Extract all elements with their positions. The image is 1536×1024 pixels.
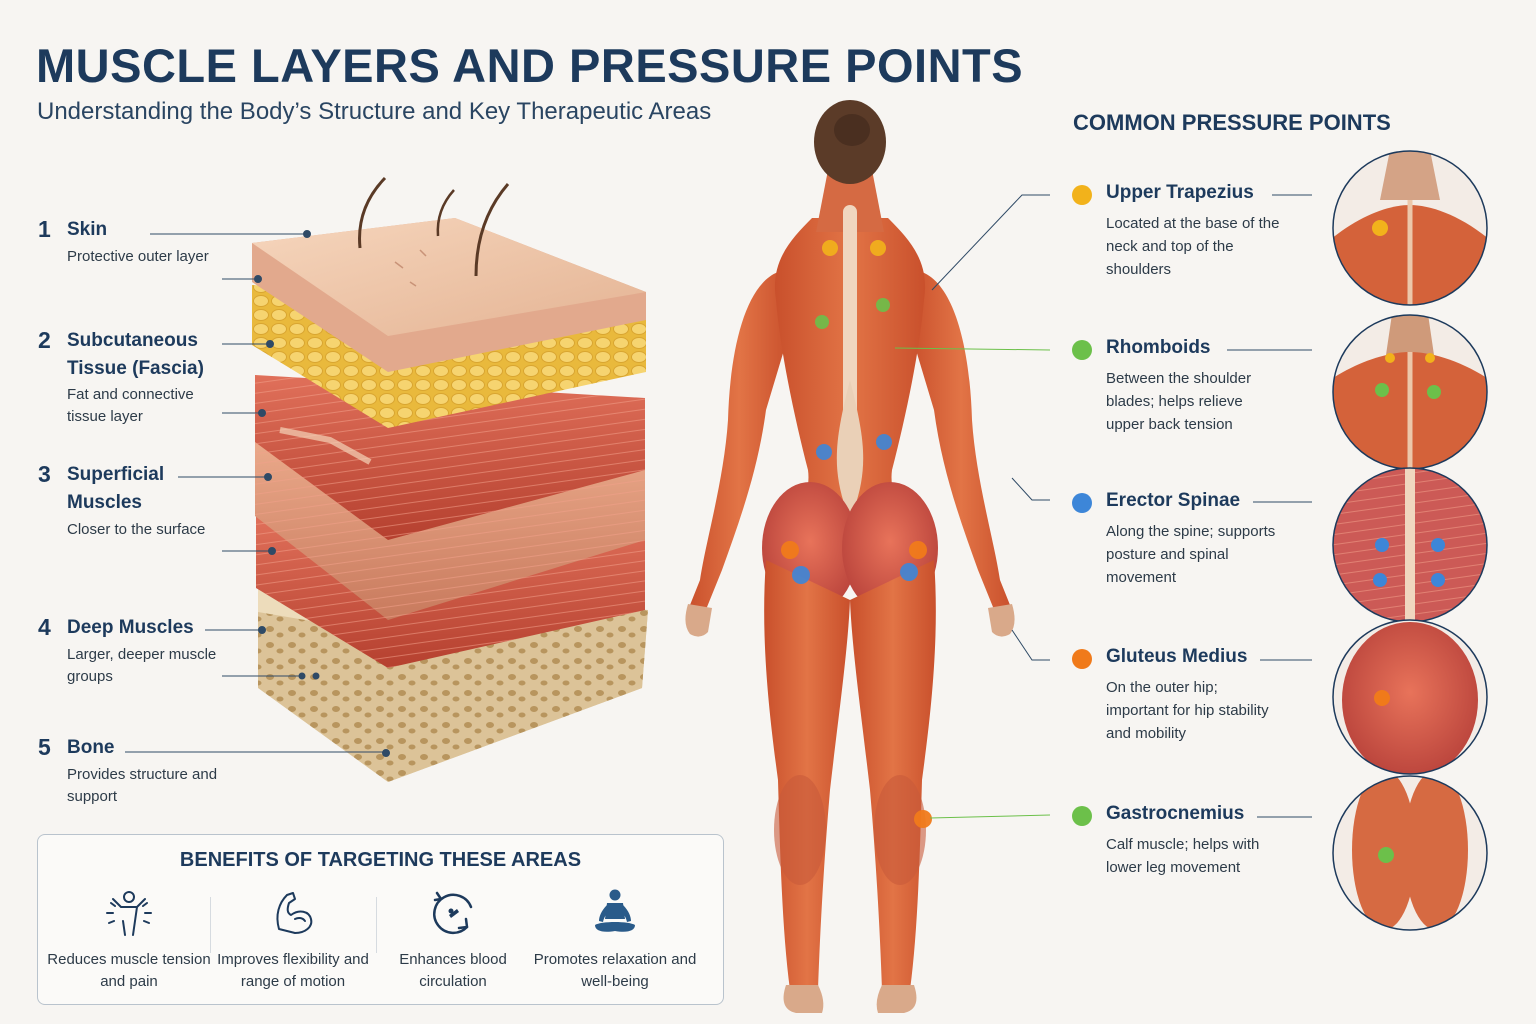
pressure-leader-lines: [894, 194, 1312, 819]
meditation-icon: [595, 889, 635, 932]
layer-number: 3: [38, 461, 51, 487]
benefit-divider: [210, 897, 211, 953]
pressure-dot-icon: [1072, 185, 1092, 205]
layer-name: Deep Muscles: [67, 617, 194, 638]
pressure-point-name: Erector Spinae: [1106, 490, 1241, 511]
benefit-label: Enhances blood circulation: [399, 951, 507, 990]
page-subtitle: Understanding the Body’s Structure and K…: [37, 98, 712, 125]
layer-number: 2: [38, 327, 51, 353]
pressure-dot-icon: [1072, 493, 1092, 513]
layer-number: 5: [38, 734, 51, 760]
skin-layer: [252, 176, 646, 372]
layer-name: Subcutaneous Tissue (Fascia): [67, 330, 204, 379]
layer-name: Bone: [67, 737, 115, 758]
pressure-point-name: Rhomboids: [1106, 337, 1211, 358]
zoom-circle-erector-spinae: [1332, 467, 1488, 623]
benefit-divider: [376, 897, 377, 953]
benefit-item: Improves flexibility and range of motion: [208, 885, 378, 993]
benefit-label: Promotes relaxation and well-being: [533, 951, 697, 990]
page-title: MUSCLE LAYERS AND PRESSURE POINTS: [36, 39, 1024, 92]
pressure-dot-icon: [1072, 806, 1092, 826]
pressure-point-name: Gluteus Medius: [1106, 646, 1248, 667]
pressure-point-name: Upper Trapezius: [1106, 182, 1254, 203]
benefit-label: Improves flexibility and range of motion: [217, 951, 369, 990]
circulation-icon: [433, 891, 473, 935]
layer-description: Fat and connective tissue layer: [67, 386, 194, 425]
layer-description: Protective outer layer: [67, 248, 209, 265]
pressure-point-upper-trapezius: Upper Trapezius Located at the base of t…: [1072, 182, 1292, 292]
layer-description: Provides structure and support: [67, 766, 218, 805]
pressure-points-heading: COMMON PRESSURE POINTS: [1073, 110, 1391, 135]
layer-label-superficial-muscles: 3 Superficial Muscles Closer to the surf…: [38, 461, 228, 571]
layer-description: Closer to the surface: [67, 521, 206, 538]
layer-leader-lines: [125, 230, 390, 757]
flexed-arm-icon: [276, 892, 313, 934]
benefits-panel: BENEFITS OF TARGETING THESE AREAS Reduce…: [37, 834, 724, 1005]
pressure-point-description: Between the shoulder blades; helps relie…: [1106, 370, 1252, 433]
layer-name: Skin: [67, 219, 108, 240]
layer-number: 1: [38, 216, 51, 242]
benefit-item: Promotes relaxation and well-being: [530, 885, 700, 993]
layer-label-bone: 5 Bone Provides structure and support: [38, 734, 228, 814]
relief-figure-icon: [106, 891, 152, 936]
zoom-circle-gastrocnemius: [1332, 775, 1488, 931]
layer-label-deep-muscles: 4 Deep Muscles Larger, deeper muscle gro…: [38, 614, 228, 694]
superficial-muscle-layer: [255, 375, 645, 620]
benefit-label: Reduces muscle tension and pain: [47, 951, 211, 990]
pressure-point-description: Calf muscle; helps with lower leg moveme…: [1106, 836, 1260, 876]
pressure-point-name: Gastrocnemius: [1106, 803, 1245, 824]
benefit-item: Enhances blood circulation: [368, 885, 538, 993]
benefits-title: BENEFITS OF TARGETING THESE AREAS: [179, 849, 582, 871]
pressure-point-description: Located at the base of the neck and top …: [1106, 215, 1280, 278]
pressure-point-erector-spinae: Erector Spinae Along the spine; supports…: [1072, 490, 1292, 600]
pressure-point-description: Along the spine; supports posture and sp…: [1106, 523, 1276, 586]
zoom-circle-gluteus-medius: [1332, 619, 1488, 775]
tissue-layer-block: [252, 176, 648, 782]
pressure-point-gluteus-medius: Gluteus Medius On the outer hip; importa…: [1072, 646, 1292, 756]
layer-name: Superficial Muscles: [67, 464, 165, 513]
pressure-dot-icon: [1072, 649, 1092, 669]
pressure-dot-icon: [1072, 340, 1092, 360]
layer-label-skin: 1 Skin Protective outer layer: [38, 216, 228, 296]
zoom-circle-rhomboids: [1332, 314, 1488, 470]
layer-label-subcutaneous: 2 Subcutaneous Tissue (Fascia) Fat and c…: [38, 327, 228, 437]
pressure-point-gastrocnemius: Gastrocnemius Calf muscle; helps with lo…: [1072, 803, 1292, 913]
zoom-circle-upper-trapezius: [1332, 150, 1488, 306]
human-body-back-view: [685, 100, 1015, 1013]
benefit-item: Reduces muscle tension and pain: [44, 885, 214, 993]
pressure-point-rhomboids: Rhomboids Between the shoulder blades; h…: [1072, 337, 1292, 447]
layer-number: 4: [38, 614, 51, 640]
pressure-point-description: On the outer hip; important for hip stab…: [1106, 679, 1269, 742]
layer-description: Larger, deeper muscle groups: [67, 646, 217, 685]
